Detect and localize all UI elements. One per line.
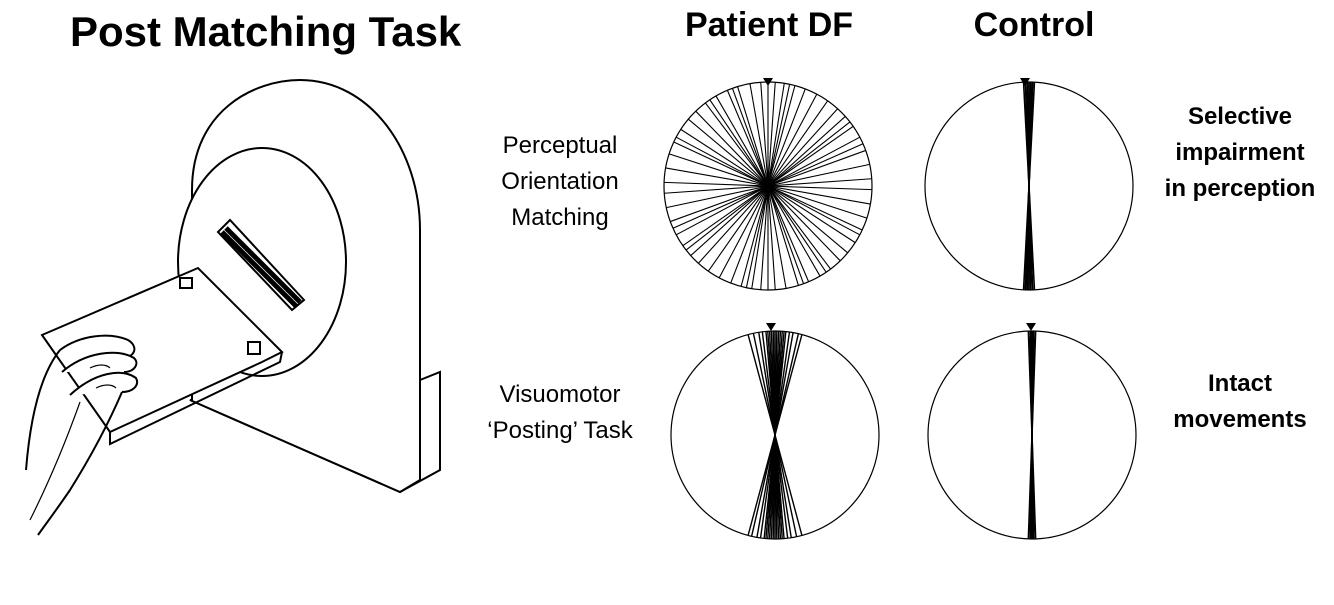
row-label-line: Visuomotor — [499, 381, 621, 408]
plot-control-perceptual — [924, 78, 1134, 291]
orientation-line — [1026, 82, 1032, 290]
row-label-line: Orientation — [501, 168, 619, 195]
post-apparatus-icon — [25, 78, 441, 536]
note-intact-movements: Intact movements — [1160, 366, 1320, 438]
orientation-lines — [1027, 331, 1037, 539]
row-label-line: Matching — [511, 204, 609, 231]
column-header-patient: Patient DF — [684, 6, 854, 44]
column-header-control: Control — [973, 6, 1095, 44]
orientation-lines — [664, 82, 872, 290]
note-line: impairment — [1175, 139, 1305, 166]
note-line: in perception — [1164, 175, 1316, 202]
reference-marker-icon — [1026, 323, 1036, 331]
row-label-line: Perceptual — [502, 132, 618, 159]
note-selective-impairment: Selective impairment in perception — [1150, 99, 1330, 207]
orientation-line — [672, 143, 864, 229]
plot-patient-posting — [670, 323, 880, 540]
plot-patient-perceptual — [663, 78, 873, 291]
reference-marker-icon — [1020, 78, 1030, 86]
page-title: Post Matching Task — [70, 8, 462, 55]
orientation-lines — [1022, 82, 1036, 290]
note-line: Selective — [1187, 103, 1293, 130]
plot-control-posting — [927, 323, 1137, 540]
reference-marker-icon — [763, 78, 773, 86]
row-label-line: ‘Posting’ Task — [487, 417, 633, 444]
orientation-lines — [747, 331, 803, 539]
note-line: Intact — [1207, 370, 1272, 397]
orientation-line — [747, 334, 803, 536]
reference-marker-icon — [766, 323, 776, 331]
row-label-perceptual: Perceptual Orientation Matching — [470, 128, 650, 236]
row-label-posting: Visuomotor ‘Posting’ Task — [465, 377, 655, 449]
note-line: movements — [1173, 406, 1307, 433]
